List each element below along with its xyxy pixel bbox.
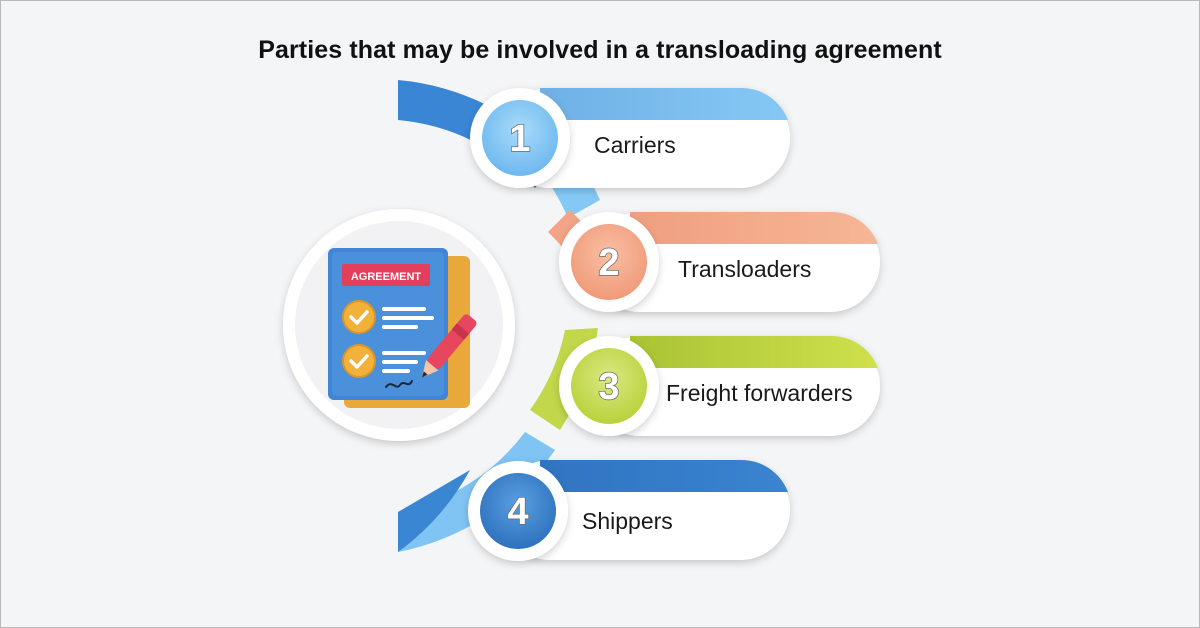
item-label-3: Freight forwarders	[666, 380, 853, 406]
pill-4	[500, 459, 790, 560]
agreement-badge: AGREEMENT	[351, 271, 422, 283]
pill-2	[590, 211, 880, 312]
item-label-4: Shippers	[582, 508, 673, 534]
number-circle-1	[470, 88, 570, 188]
item-label-1: Carriers	[594, 132, 676, 158]
pill-3	[590, 335, 880, 436]
number-1: 1	[509, 118, 530, 160]
pen-icon	[421, 314, 477, 378]
number-circle-3	[559, 336, 659, 436]
number-circle-4	[468, 461, 568, 561]
arc-segment-4b	[398, 470, 470, 572]
number-circle-2	[559, 212, 659, 312]
checkmark-icon	[342, 300, 376, 378]
number-3: 3	[598, 366, 619, 408]
illustration: AGREEMENT	[283, 209, 515, 441]
diagram-title: Parties that may be involved in a transl…	[258, 36, 942, 64]
item-label-2: Transloaders	[678, 256, 812, 282]
number-2: 2	[598, 242, 619, 284]
pill-1	[500, 87, 790, 188]
number-4: 4	[507, 491, 528, 533]
